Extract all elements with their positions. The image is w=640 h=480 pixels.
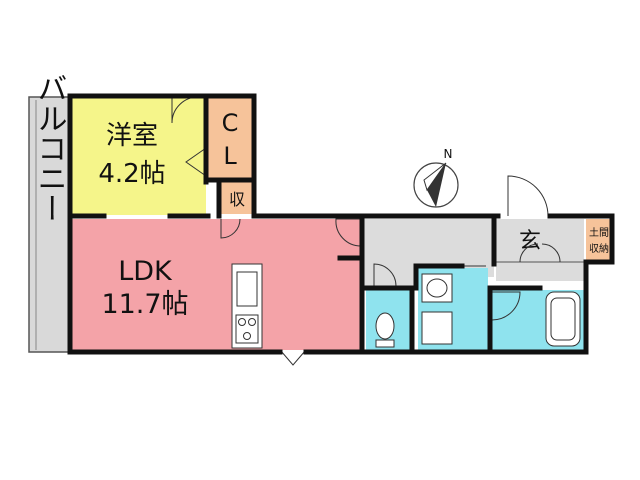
ldk-room xyxy=(71,219,361,350)
walls xyxy=(67,93,615,355)
toilet-tank xyxy=(375,339,395,348)
closet xyxy=(208,97,253,179)
storage-label: 収 xyxy=(229,190,245,209)
stove-burner xyxy=(243,332,251,340)
doma-storage xyxy=(586,219,612,261)
ldk-door-swing xyxy=(220,218,241,239)
entrance-label: 玄 xyxy=(519,229,541,254)
closet-door-triangle xyxy=(185,147,207,177)
doma-storage-label-top: 土間 xyxy=(589,226,609,239)
washing-machine-space xyxy=(421,311,453,345)
western-room xyxy=(71,97,206,215)
closet-label-l: L xyxy=(223,142,237,170)
compass-needle-dark xyxy=(427,163,446,207)
ldk-size: 11.7帖 xyxy=(101,289,188,320)
kitchen-stove xyxy=(235,314,259,344)
ldk-window-marker xyxy=(280,350,306,366)
toilet-door-swing xyxy=(373,263,397,287)
stove-burner xyxy=(238,318,246,326)
entrance-inner-swing xyxy=(541,243,561,263)
closet-label-c: C xyxy=(222,109,239,137)
western-room-label: 洋室 xyxy=(106,121,158,151)
wash-basin xyxy=(426,278,448,298)
entrance xyxy=(496,219,584,281)
ldk-label: LDK xyxy=(118,256,173,287)
ldk-hall-door-swing xyxy=(335,218,362,247)
balcony-label: バルコニー xyxy=(32,73,67,223)
stove-burner xyxy=(248,318,256,326)
kitchen-sink xyxy=(236,271,258,307)
western-room-size: 4.2帖 xyxy=(98,159,165,189)
compass-north-label: N xyxy=(444,147,453,161)
hallway-lower xyxy=(364,219,414,287)
entrance-inner-swing xyxy=(519,243,539,263)
compass-needle-light xyxy=(423,162,447,192)
bathtub-inner xyxy=(550,297,576,341)
bathroom-door-swing xyxy=(491,291,521,321)
entrance-door-swing xyxy=(507,175,549,217)
doma-storage-label-bottom: 収納 xyxy=(589,242,609,255)
storage xyxy=(221,182,253,214)
toilet-bowl xyxy=(375,312,395,340)
